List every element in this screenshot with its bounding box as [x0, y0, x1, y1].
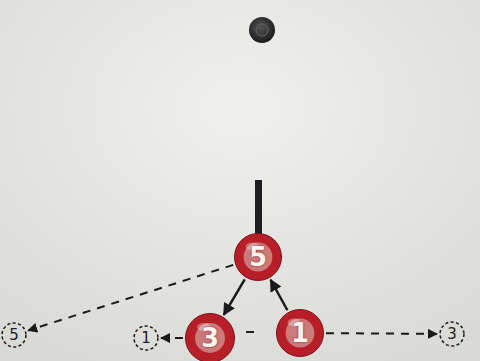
- numbered-ball: 3: [185, 313, 235, 361]
- ball-number: 5: [249, 244, 267, 270]
- motion-arrow: [271, 280, 288, 310]
- path-line: [326, 332, 437, 335]
- ball-body: [276, 309, 323, 356]
- path-line: [161, 337, 183, 339]
- numbered-ball: 1: [276, 309, 324, 357]
- ball-body: [186, 314, 235, 361]
- cue-stick: [255, 180, 262, 238]
- ghost-outline: [134, 326, 158, 350]
- striker-disc: [249, 17, 275, 43]
- ball-spot: [286, 319, 315, 348]
- ball-number: 1: [141, 331, 151, 346]
- ball-number: 3: [201, 325, 219, 351]
- ghost-outline: [2, 323, 26, 347]
- striker-ring: [256, 24, 268, 36]
- motion-arrow: [224, 279, 245, 314]
- ball-number: 1: [291, 320, 309, 346]
- contact-mark: [246, 331, 254, 333]
- ghost-ball-position: 1: [133, 325, 159, 351]
- ghost-outline: [440, 322, 464, 346]
- numbered-ball: 5: [234, 233, 282, 281]
- ball-number: 3: [447, 327, 457, 342]
- ball-body: [234, 233, 281, 280]
- ghost-ball-position: 3: [439, 321, 465, 347]
- ghost-ball-position: 5: [1, 322, 27, 348]
- ball-spot: [244, 243, 273, 272]
- ball-spot: [195, 323, 225, 353]
- ball-number: 5: [9, 328, 19, 343]
